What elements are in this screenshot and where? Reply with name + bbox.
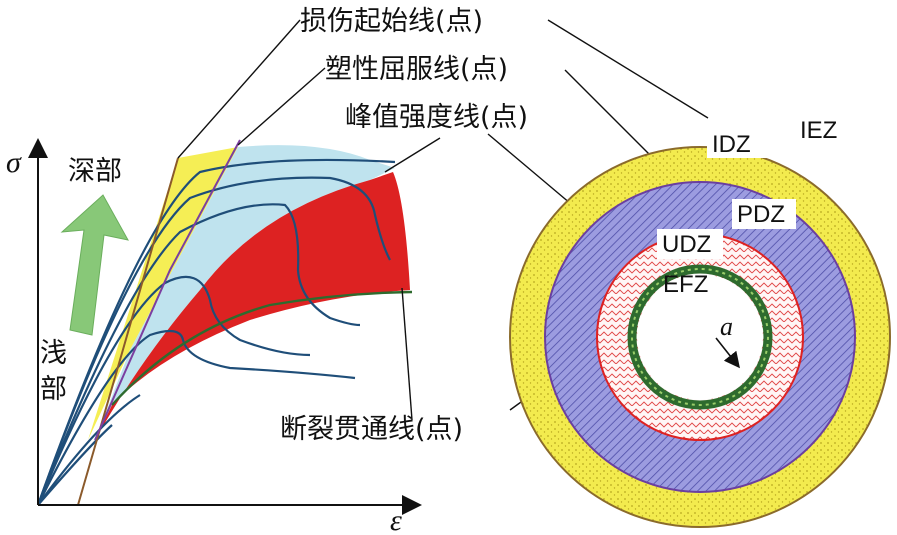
opening [637, 274, 763, 400]
stress-strain-chart: σ ε 深部 浅 部 [6, 138, 422, 535]
plastic-yield-label: 塑性屈服线(点) [325, 54, 508, 85]
stress-strain-curves [36, 158, 396, 506]
zone-circle-diagram: IEZ IDZ PDZ UDZ EFZ a [509, 117, 891, 528]
plastic-yield-boundary [94, 139, 241, 441]
curve-4 [36, 275, 311, 506]
label-efz: EFZ [663, 271, 708, 298]
leader-peak-strength-left [384, 137, 441, 173]
label-pdz-box [732, 199, 796, 229]
damage-onset-boundary [77, 157, 179, 506]
leader-plastic-yield-right [564, 69, 661, 166]
fracture-through-label: 断裂贯通线(点) [280, 414, 463, 445]
curve-5 [37, 329, 356, 506]
curve-3 [36, 203, 361, 506]
efz-inner-texture [631, 268, 769, 406]
radius-arrow [715, 337, 740, 369]
y-axis-label: σ [6, 146, 22, 179]
label-udz: UDZ [662, 231, 711, 258]
peak-strength-label: 峰值强度线(点) [345, 102, 528, 133]
leader-damage-onset-right [547, 19, 709, 119]
residual-strength-curve [111, 290, 413, 406]
leader-damage-onset-left [177, 19, 301, 159]
x-axis-label: ε [390, 504, 402, 535]
red-zone-region [95, 172, 410, 440]
curve-2 [36, 176, 391, 506]
label-pdz: PDZ [737, 201, 785, 228]
callout-labels: 损伤起始线(点) 塑性屈服线(点) 峰值强度线(点) 断裂贯通线(点) [177, 6, 709, 445]
yellow-zone-region [88, 147, 238, 440]
leader-plastic-yield-left [237, 67, 326, 146]
shallow-label-top: 浅 [40, 338, 67, 369]
shallow-label-bottom: 部 [40, 374, 67, 405]
label-idz-box [707, 128, 767, 158]
deep-label: 深部 [68, 156, 122, 187]
curve-7 [37, 424, 113, 506]
label-iez: IEZ [800, 117, 837, 144]
curve-6 [37, 394, 141, 506]
label-idz: IDZ [712, 131, 751, 158]
light-blue-zone-region [95, 145, 395, 440]
label-udz-box [657, 229, 723, 259]
damage-onset-label: 损伤起始线(点) [300, 6, 483, 37]
radius-label: a [720, 312, 733, 341]
depth-direction-arrow [60, 194, 129, 336]
leader-fracture-left [401, 287, 413, 421]
